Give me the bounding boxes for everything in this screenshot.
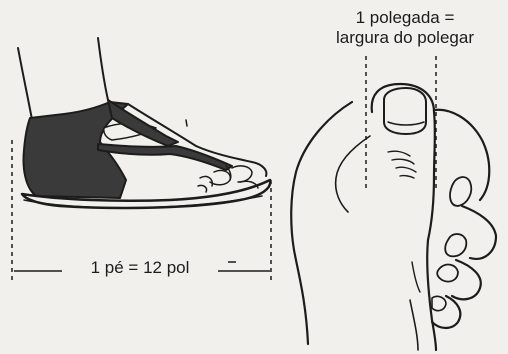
thumbnail bbox=[384, 88, 426, 134]
finger-middle-tip bbox=[445, 234, 466, 256]
inch-measure-label: 1 polegada = largura do polegar bbox=[300, 8, 508, 48]
palm-crease bbox=[410, 300, 418, 350]
inch-measure-label-line2: largura do polegar bbox=[300, 28, 508, 48]
finger-middle bbox=[462, 206, 496, 259]
thumbnail-moon bbox=[388, 122, 424, 125]
finger-index bbox=[434, 110, 489, 200]
hand-outer-left bbox=[291, 102, 352, 344]
thumb-wrinkles bbox=[388, 151, 416, 178]
ink-speck bbox=[186, 120, 187, 126]
finger-ring bbox=[452, 260, 481, 299]
foot-measure-label: 1 pé = 12 pol bbox=[62, 258, 218, 278]
finger-ring-tip bbox=[437, 265, 458, 282]
finger-little-tip bbox=[432, 296, 446, 310]
hand-inner-fold bbox=[336, 136, 370, 212]
leg-back-outline bbox=[18, 48, 33, 125]
finger-index-tip bbox=[450, 177, 471, 206]
inch-measure-label-line1: 1 polegada = bbox=[300, 8, 508, 28]
leg-front-outline bbox=[98, 38, 108, 100]
palm-edge bbox=[427, 240, 436, 350]
foot-top-outline bbox=[128, 104, 266, 176]
foot-in-sandal bbox=[18, 38, 270, 208]
palm-crease-2 bbox=[412, 262, 420, 292]
hand-with-thumb bbox=[291, 84, 496, 350]
